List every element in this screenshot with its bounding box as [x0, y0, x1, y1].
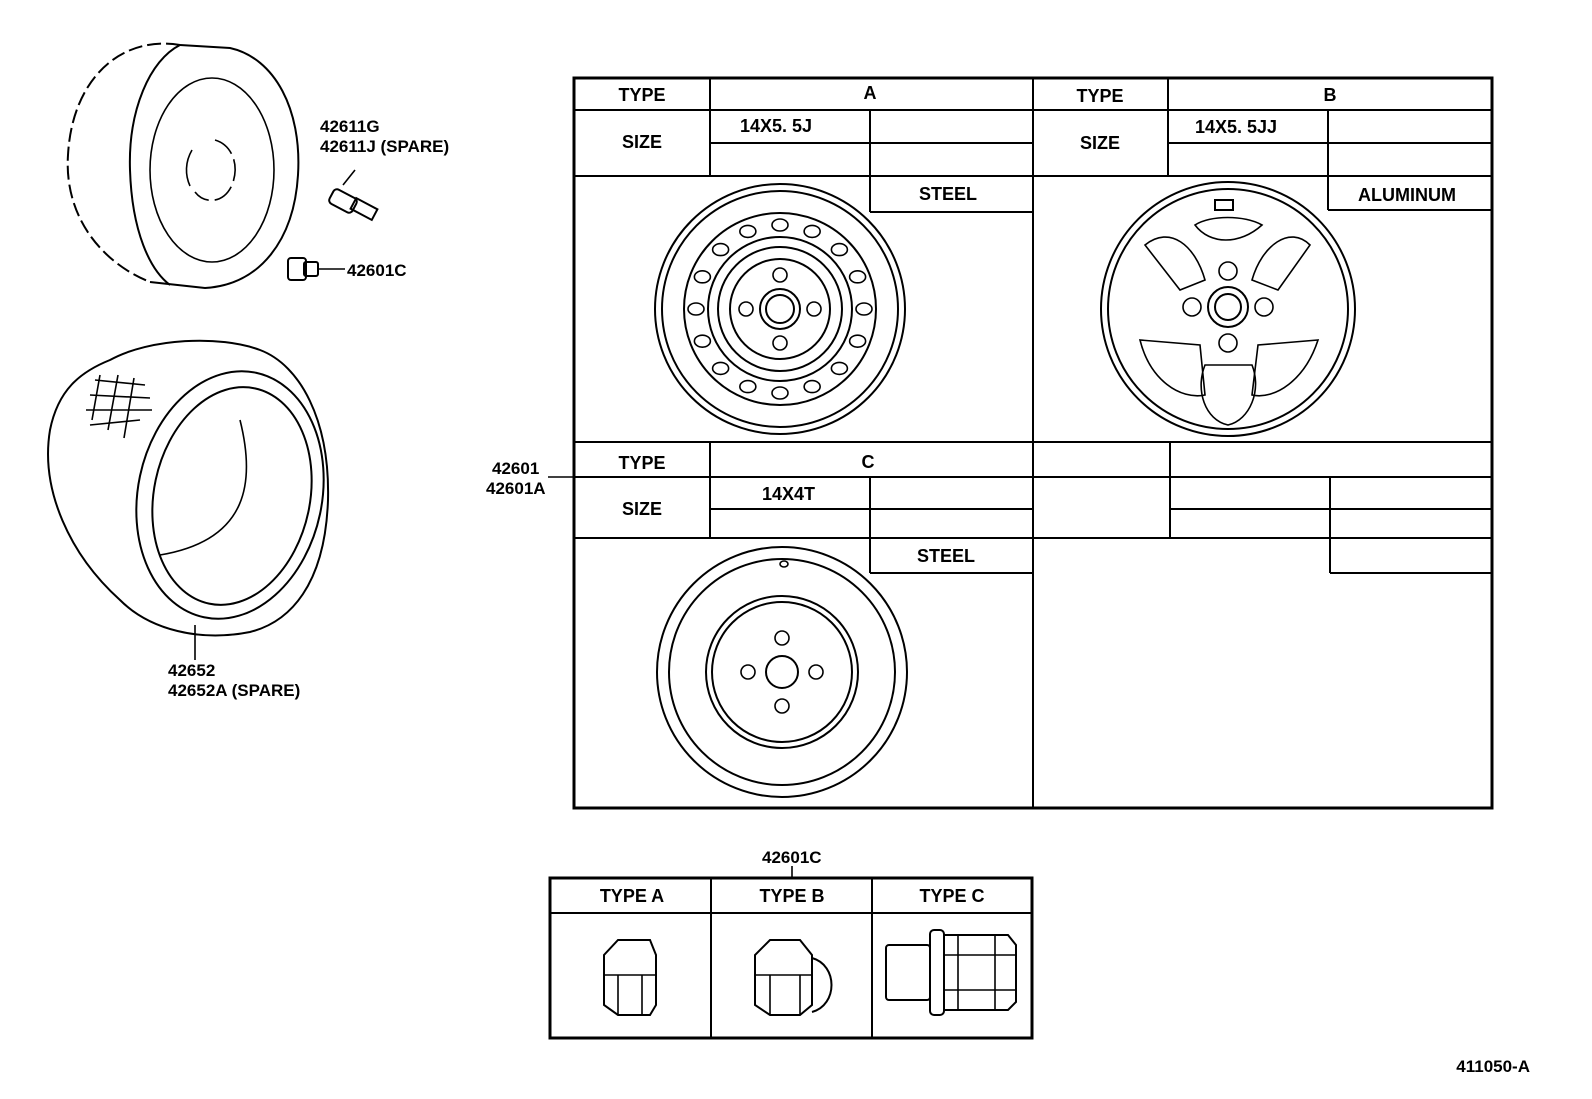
lug-hole — [774, 698, 790, 714]
vent-hole — [711, 361, 730, 376]
nut-type-a-header: TYPE A — [600, 886, 664, 906]
wheel-sketch-icon — [66, 42, 300, 290]
vent-hole — [693, 334, 712, 348]
wheel-nut-icon — [287, 257, 345, 281]
vent-hole — [739, 379, 757, 394]
material-c: STEEL — [917, 546, 975, 566]
vent-hole — [830, 361, 849, 376]
size-a-label: SIZE — [622, 132, 662, 152]
size-b-value: 14X5. 5JJ — [1195, 117, 1277, 137]
wheel-callout: 42601 — [492, 459, 539, 478]
lug-hole — [772, 335, 788, 351]
type-b-label: TYPE — [1076, 86, 1123, 106]
vent-hole — [771, 386, 789, 400]
nut-type-c-icon — [885, 929, 1017, 1016]
vent-hole — [771, 218, 789, 232]
diagram-id: 411050-A — [1456, 1057, 1530, 1076]
lug-hole — [772, 267, 788, 283]
type-c-label: TYPE — [618, 453, 665, 473]
tire-callout: 42652 — [168, 661, 215, 680]
aluminum-wheel-b-icon — [1100, 181, 1356, 437]
vent-hole — [848, 270, 867, 284]
lug-hole — [1254, 297, 1274, 317]
lug-hole — [740, 664, 756, 680]
steel-wheel-a-icon — [654, 183, 906, 435]
vent-hole — [848, 334, 867, 348]
nut-table-callout: 42601C — [762, 848, 822, 867]
type-c-value: C — [862, 452, 875, 472]
size-c-value: 14X4T — [762, 484, 815, 504]
tire-spare-callout: 42652A (SPARE) — [168, 681, 300, 700]
type-a-value: A — [864, 83, 877, 103]
valve-callout: 42611G — [320, 117, 380, 136]
lug-hole — [774, 630, 790, 646]
nut-type-table — [548, 876, 1034, 1040]
wheel-alt-callout: 42601A — [486, 479, 546, 498]
lug-hole — [806, 301, 822, 317]
vent-hole — [693, 270, 712, 284]
nut-callout: 42601C — [347, 261, 407, 280]
lug-hole — [1182, 297, 1202, 317]
nut-type-b-header: TYPE B — [759, 886, 824, 906]
lug-hole — [808, 664, 824, 680]
steel-wheel-c-icon — [656, 546, 908, 798]
size-c-label: SIZE — [622, 499, 662, 519]
type-b-value: B — [1324, 85, 1337, 105]
vent-hole — [739, 224, 757, 239]
valve-stem-icon — [328, 169, 379, 222]
material-a: STEEL — [919, 184, 977, 204]
vent-hole — [803, 379, 821, 394]
size-a-value: 14X5. 5J — [740, 116, 812, 136]
vent-hole — [803, 224, 821, 239]
tire-icon — [47, 339, 330, 660]
lug-hole — [738, 301, 754, 317]
wheel-type-table — [572, 76, 1494, 810]
nut-type-c-header: TYPE C — [919, 886, 984, 906]
nut-type-a-icon — [603, 939, 657, 1016]
vent-hole — [687, 302, 705, 316]
lug-hole — [1218, 261, 1238, 281]
type-a-label: TYPE — [618, 85, 665, 105]
material-b: ALUMINUM — [1358, 185, 1456, 205]
nut-type-b-icon — [754, 939, 833, 1016]
vent-hole — [855, 302, 873, 316]
lug-hole — [1218, 333, 1238, 353]
vent-hole — [711, 242, 730, 257]
vent-hole — [830, 242, 849, 257]
valve-spare-callout: 42611J (SPARE) — [320, 137, 449, 156]
size-b-label: SIZE — [1080, 133, 1120, 153]
